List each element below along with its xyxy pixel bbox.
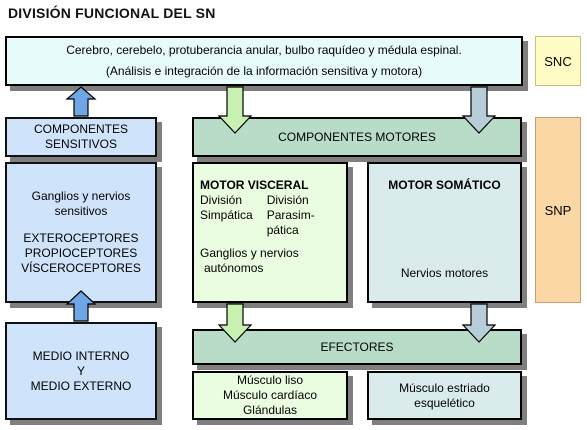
skeletal-muscle-line-1: Músculo estriado: [399, 380, 490, 395]
sensory-ganglia-line-2: sensitivos: [54, 204, 108, 218]
snc-somatic-down-arrow: [461, 86, 497, 134]
sensory-components-line-1: COMPONENTES: [33, 122, 128, 136]
snp-label: SNP: [535, 117, 581, 303]
autonomic-ganglia-line-2: autónomos: [204, 261, 264, 275]
environment-up-arrow: [65, 290, 97, 322]
snc-line-2: (Análisis e integración de la informació…: [105, 64, 423, 78]
sensory-ganglia-box: Ganglios y nervios sensitivos EXTEROCEPT…: [5, 162, 157, 303]
sympathetic-line-1: División: [200, 193, 243, 207]
smooth-muscle: Músculo liso: [236, 373, 304, 387]
diagram-title: DIVISIÓN FUNCIONAL DEL SN: [8, 5, 216, 21]
snc-box: Cerebro, cerebelo, protuberancia anular,…: [5, 36, 523, 86]
parasympathetic-line-3: pática: [266, 223, 299, 237]
sensory-up-arrow: [65, 86, 97, 117]
snc-visceral-down-arrow: [217, 86, 253, 134]
environment-box: MEDIO INTERNO Y MEDIO EXTERNO: [5, 322, 157, 420]
visceral-motor-box: MOTOR VISCERAL División Simpática Divisi…: [192, 162, 348, 303]
parasympathetic-line-1: División: [266, 193, 309, 207]
visceral-effectors-down-arrow: [217, 303, 253, 343]
somatic-motor-box: MOTOR SOMÁTICO Nervios motores: [367, 162, 522, 303]
sensory-components-line-2: SENSITIVOS: [44, 137, 118, 151]
sensory-ganglia-line-1: Ganglios y nervios: [31, 189, 131, 203]
visceral-heading: MOTOR VISCERAL: [200, 178, 309, 192]
environment-line-1: MEDIO INTERNO: [32, 348, 130, 363]
receptor-extero: EXTEROCEPTORES: [23, 231, 139, 245]
receptor-viscero: VÍSCEROCEPTORES: [21, 261, 141, 275]
environment-line-3: MEDIO EXTERNO: [30, 378, 132, 393]
motor-nerves: Nervios motores: [400, 266, 489, 280]
snc-label: SNC: [535, 36, 581, 86]
sensory-components-box: COMPONENTES SENSITIVOS: [5, 117, 157, 157]
snc-line-1: Cerebro, cerebelo, protuberancia anular,…: [66, 43, 462, 57]
somatic-heading: MOTOR SOMÁTICO: [388, 178, 501, 192]
sympathetic-line-2: Simpática: [200, 208, 253, 222]
environment-line-2: Y: [76, 363, 85, 378]
receptor-proprio: PROPIOCEPTORES: [24, 246, 138, 260]
glands: Glándulas: [242, 403, 298, 417]
skeletal-muscle-line-2: esquelético: [414, 395, 475, 410]
autonomic-ganglia-line-1: Ganglios y nervios: [200, 246, 299, 260]
cardiac-muscle: Músculo cardíaco: [222, 388, 318, 402]
parasympathetic-line-2: Parasim-: [266, 208, 315, 222]
visceral-effectors-box: Músculo liso Músculo cardíaco Glándulas: [192, 371, 348, 420]
somatic-effectors-down-arrow: [461, 303, 497, 343]
effectors-box: EFECTORES: [192, 329, 522, 365]
somatic-effectors-box: Músculo estriado esquelético: [367, 371, 522, 420]
motor-components-box: COMPONENTES MOTORES: [192, 117, 522, 157]
